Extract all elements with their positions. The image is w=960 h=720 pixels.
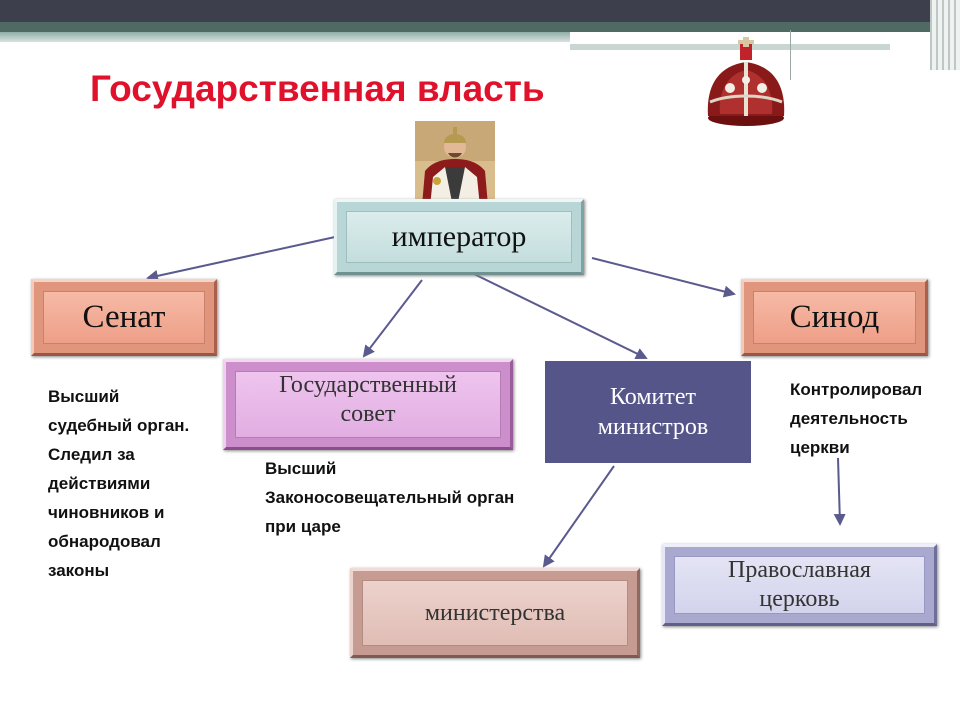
node-ministries-label: министерства — [424, 599, 566, 626]
node-senate-label: Сенат — [82, 298, 166, 335]
node-state-council: Государственный совет — [223, 359, 513, 450]
arrow-emperor-committee — [473, 273, 648, 360]
node-ministries: министерства — [350, 568, 640, 658]
node-synod-face — [753, 291, 916, 344]
node-church-label: Православная церковь — [728, 557, 871, 612]
arrow-emperor-synod — [591, 257, 736, 298]
node-synod-label: Синод — [789, 298, 880, 335]
node-church: Православная церковь — [662, 544, 937, 626]
note-council: Высший Законосовещательный орган при цар… — [265, 459, 515, 536]
arrow-synod-church — [833, 457, 846, 526]
node-committee-label: Комитет министров — [597, 384, 709, 440]
top-bar — [0, 0, 960, 22]
arrow-emperor-senate — [146, 236, 336, 282]
node-church-face — [674, 556, 925, 614]
header-stripe — [0, 32, 570, 42]
node-emperor-face — [346, 211, 572, 263]
node-council-face — [235, 371, 501, 438]
note-synod: Контролировал деятельность церкви — [790, 380, 923, 457]
header-stripe-right — [570, 44, 890, 50]
crown-icon — [707, 37, 785, 126]
node-committee: Комитет министров — [545, 361, 751, 463]
decor-bars — [930, 0, 960, 70]
top-bar-accent — [0, 22, 960, 32]
node-synod: Синод — [741, 279, 928, 356]
arrow-committee-ministries — [542, 465, 615, 568]
node-emperor-label: император — [391, 220, 527, 253]
note-senate: Высший судебный орган. Следил за действи… — [48, 387, 190, 580]
arrow-emperor-council — [362, 279, 423, 358]
node-senate-face — [43, 291, 205, 344]
node-ministries-face — [362, 580, 628, 646]
node-council-label: Государственный совет — [279, 371, 457, 427]
node-emperor: император — [334, 199, 584, 275]
node-senate: Сенат — [31, 279, 217, 356]
decor-line — [790, 30, 791, 80]
page-title: Государственная власть — [90, 68, 545, 109]
